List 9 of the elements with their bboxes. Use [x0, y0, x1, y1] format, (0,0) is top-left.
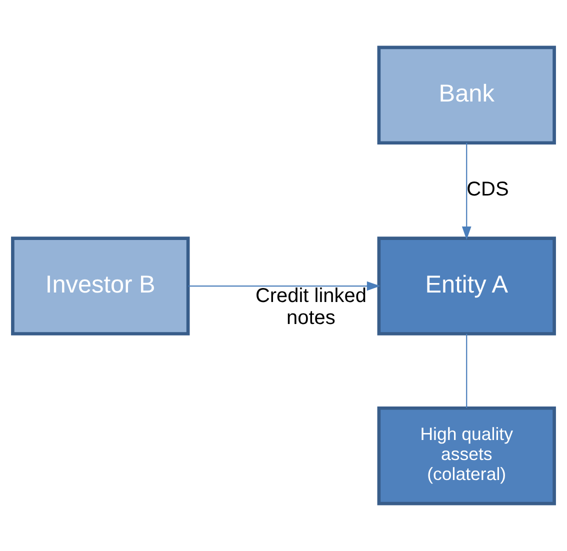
node-box: High quality assets (colateral) [377, 406, 556, 506]
node-box: Bank [377, 46, 556, 145]
edge-label: CDS [466, 178, 509, 200]
node-box: Investor B [11, 236, 190, 336]
edge-label: Credit linked notes [255, 285, 366, 330]
connector [466, 334, 468, 408]
arrow [462, 142, 472, 240]
node-box: Entity A [377, 236, 556, 336]
arrow [188, 281, 380, 291]
